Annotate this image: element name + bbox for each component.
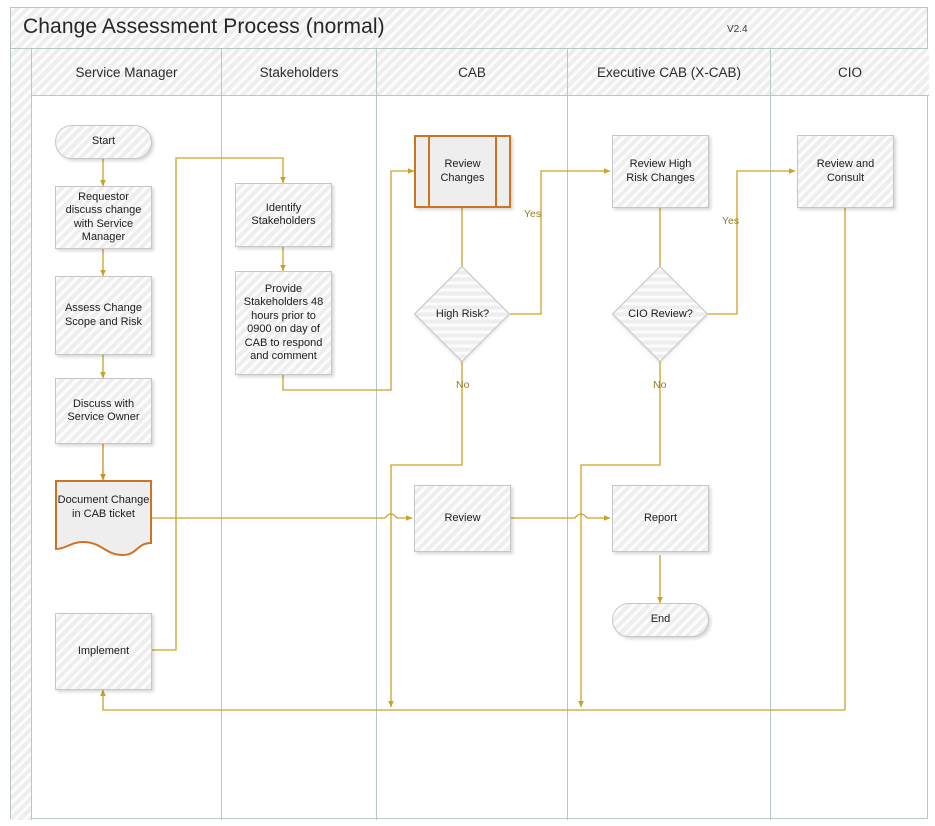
lane-header-service-manager: Service Manager: [32, 49, 221, 96]
node-label: Review Changes: [440, 158, 485, 184]
node-document-change[interactable]: Document Change in CAB ticket: [55, 480, 152, 560]
edge-label-cio-review-no: No: [653, 379, 667, 391]
node-label: Review High Risk Changes: [626, 158, 695, 184]
lane-label: CAB: [458, 64, 486, 80]
node-review-high-risk-changes[interactable]: Review High Risk Changes: [612, 135, 709, 208]
edge-document-to-identify: [152, 157, 286, 519]
node-label: High Risk?: [435, 308, 490, 320]
node-label: Discuss with Service Owner: [67, 397, 140, 424]
node-report[interactable]: Report: [612, 485, 709, 552]
node-label: End: [650, 613, 671, 626]
lane-label: Service Manager: [75, 64, 178, 80]
node-label: Provide Stakeholders 48 hours prior to 0…: [243, 282, 324, 363]
node-high-risk-decision[interactable]: High Risk?: [413, 265, 511, 363]
predefined-process-bar-left: [428, 135, 430, 208]
node-label: Start: [91, 135, 116, 148]
node-requestor-discuss[interactable]: Requestor discuss change with Service Ma…: [55, 186, 152, 249]
node-review[interactable]: Review: [414, 485, 511, 552]
pool-label-band: [11, 49, 32, 820]
edge-cio-review-no: [578, 348, 661, 708]
lane-header-stakeholders: Stakeholders: [222, 49, 376, 96]
edge-provide-to-review-changes: [282, 168, 415, 391]
predefined-process-bar-right: [495, 135, 497, 208]
lane-cio: CIO: [771, 49, 929, 820]
node-cio-review-decision[interactable]: CIO Review?: [611, 265, 709, 363]
edge-label-high-risk-no: No: [456, 379, 470, 391]
lane-label: Stakeholders: [259, 64, 339, 80]
lane-label: Executive CAB (X-CAB): [596, 64, 742, 80]
lane-stakeholders: Stakeholders: [222, 49, 377, 820]
diagram-version-label: V2.4: [727, 24, 748, 35]
node-identify-stakeholders[interactable]: Identify Stakeholders: [235, 183, 332, 247]
edge-high-risk-no: [388, 348, 463, 708]
node-label: Assess Change Scope and Risk: [64, 302, 143, 328]
node-implement[interactable]: Implement: [55, 613, 152, 690]
node-start[interactable]: Start: [55, 125, 152, 159]
node-discuss-service-owner[interactable]: Discuss with Service Owner: [55, 378, 152, 444]
lane-service-manager: Service Manager: [32, 49, 222, 820]
edge-label-high-risk-yes: Yes: [524, 208, 542, 220]
edge-implement-to-review-line: [152, 518, 177, 651]
lane-header-executive-cab: Executive CAB (X-CAB): [568, 49, 770, 96]
node-provide-stakeholders[interactable]: Provide Stakeholders 48 hours prior to 0…: [235, 271, 332, 375]
edge-review-to-report: [510, 513, 611, 521]
node-label: Identify Stakeholders: [251, 201, 316, 228]
node-label: Document Change in CAB ticket: [57, 494, 150, 520]
lane-header-cab: CAB: [377, 49, 567, 96]
node-label: CIO Review?: [628, 308, 693, 320]
edge-bottom-return-to-implement: [100, 689, 845, 711]
lane-label: CIO: [837, 64, 862, 80]
diagram-title: Change Assessment Process (normal): [23, 15, 385, 38]
node-label: Review: [444, 511, 481, 524]
node-assess-change[interactable]: Assess Change Scope and Risk: [55, 276, 152, 355]
lane-header-cio: CIO: [771, 49, 929, 96]
node-label: Report: [643, 511, 678, 524]
lane-executive-cab: Executive CAB (X-CAB): [568, 49, 771, 820]
node-end[interactable]: End: [612, 603, 709, 637]
edge-cio-review-yes: [708, 168, 796, 315]
node-review-changes[interactable]: Review Changes: [414, 135, 511, 208]
node-label: Implement: [77, 644, 130, 657]
edge-document-to-review: [176, 513, 413, 521]
node-review-and-consult[interactable]: Review and Consult: [797, 135, 894, 208]
edge-high-risk-yes: [510, 168, 611, 315]
lane-container: Service Manager Stakeholders CAB Executi…: [32, 49, 929, 820]
node-label: Requestor discuss change with Service Ma…: [65, 190, 142, 244]
edge-label-cio-review-yes: Yes: [722, 215, 740, 227]
node-label: Review and Consult: [816, 158, 875, 184]
lane-cab: CAB: [377, 49, 568, 820]
diagram-title-bar: Change Assessment Process (normal) V2.4: [11, 8, 927, 49]
